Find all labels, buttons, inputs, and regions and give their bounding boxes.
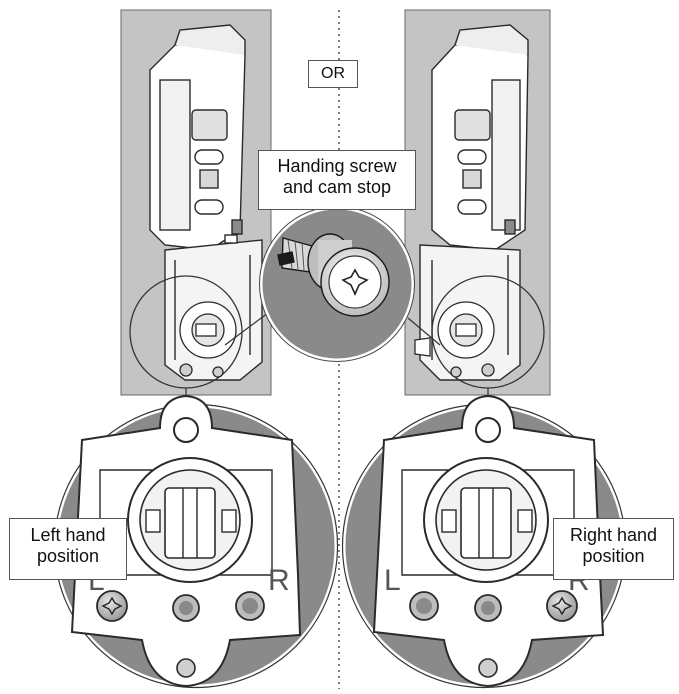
left-label-line2: position bbox=[36, 546, 100, 567]
left-plate-letter-r: R bbox=[268, 564, 290, 597]
right-label-line2: position bbox=[582, 546, 645, 567]
left-label-line1: Left hand bbox=[30, 525, 106, 545]
screw-callout bbox=[259, 206, 415, 362]
right-handing-screw-icon bbox=[546, 590, 578, 622]
handing-label-line1: Handing screw bbox=[277, 156, 397, 176]
or-label: OR bbox=[308, 60, 358, 88]
right-cam-detail bbox=[414, 301, 495, 378]
right-label-line1: Right hand bbox=[569, 525, 658, 545]
left-lock-panel bbox=[120, 9, 273, 396]
handing-screw-label: Handing screw and cam stop bbox=[258, 150, 416, 210]
left-handing-screw-icon bbox=[96, 590, 128, 622]
right-plate-letter-l: L bbox=[384, 564, 401, 597]
right-position-disc: L R bbox=[341, 388, 627, 689]
left-hand-label: Left hand position bbox=[9, 518, 127, 580]
left-cam-detail bbox=[179, 301, 237, 378]
right-lock-panel bbox=[404, 9, 551, 396]
or-text: OR bbox=[321, 65, 345, 82]
handing-label-line2: and cam stop bbox=[282, 177, 392, 198]
right-hand-label: Right hand position bbox=[553, 518, 674, 580]
left-position-disc: L R bbox=[53, 388, 339, 689]
handing-screw-icon bbox=[277, 233, 390, 317]
